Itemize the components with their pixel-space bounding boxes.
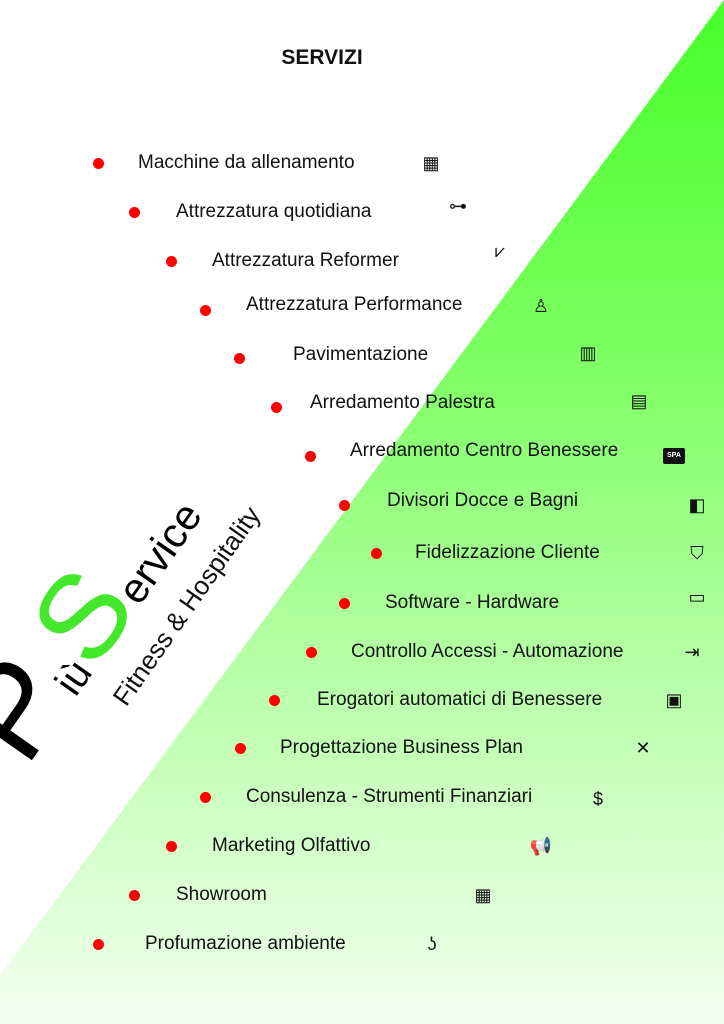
restroom-icon: ◧ <box>688 495 706 515</box>
door-access-icon: ⇥ <box>684 642 700 662</box>
item-label: Arredamento Palestra <box>310 392 495 413</box>
building-icon: ▦ <box>474 885 492 905</box>
item-label: Divisori Docce e Bagni <box>387 490 579 511</box>
bullet <box>339 500 350 511</box>
nose-icon: ʖ <box>427 934 437 954</box>
item-label: Marketing Olfattivo <box>212 835 371 856</box>
bullet <box>129 890 140 901</box>
gym-machine-icon: ▦ <box>422 153 440 173</box>
bullet <box>93 939 104 950</box>
spa-sign-icon: SPA <box>663 448 685 464</box>
megaphone-icon: 📢 <box>529 836 553 856</box>
bullet <box>339 598 350 609</box>
dumbbell-icon: ⊶ <box>449 196 467 216</box>
item-label: Arredamento Centro Benessere <box>350 440 619 461</box>
bullet <box>166 841 177 852</box>
bullet <box>93 158 104 169</box>
pencil-ruler-icon: ✕ <box>635 738 651 758</box>
bullet <box>200 792 211 803</box>
flooring-icon: ▥ <box>579 343 597 363</box>
shopping-bag-icon: ⛉ <box>690 543 704 563</box>
item-label: Attrezzatura Performance <box>246 294 463 315</box>
page-title: SERVIZI <box>281 46 363 69</box>
bullet <box>166 256 177 267</box>
bullet <box>371 548 382 559</box>
item-label: Fidelizzazione Cliente <box>415 542 600 563</box>
vending-machine-icon: ▣ <box>665 690 683 710</box>
lockers-icon: ▤ <box>630 391 648 411</box>
item-label: Attrezzatura Reformer <box>212 250 399 271</box>
bullet <box>306 647 317 658</box>
computer-gear-icon: ▭ <box>688 587 706 607</box>
pilates-icon: ⩗ <box>494 241 506 261</box>
bullet <box>129 207 140 218</box>
item-label: Showroom <box>176 884 267 905</box>
item-label: Erogatori automatici di Benessere <box>317 689 603 710</box>
bullet <box>200 305 211 316</box>
bullet <box>269 695 280 706</box>
item-label: Consulenza - Strumenti Finanziari <box>246 786 533 807</box>
massage-icon: ♙ <box>532 296 550 316</box>
item-label: Macchine da allenamento <box>138 152 355 173</box>
money-bag-icon: $ <box>592 789 603 809</box>
bullet <box>234 353 245 364</box>
bullet <box>235 743 246 754</box>
item-label: Attrezzatura quotidiana <box>176 201 372 222</box>
item-label: Progettazione Business Plan <box>280 737 523 758</box>
bullet <box>305 451 316 462</box>
item-label: Profumazione ambiente <box>145 933 346 954</box>
bullet <box>271 402 282 413</box>
item-label: Software - Hardware <box>385 592 560 613</box>
item-label: Controllo Accessi - Automazione <box>351 641 624 662</box>
item-label: Pavimentazione <box>293 344 429 365</box>
